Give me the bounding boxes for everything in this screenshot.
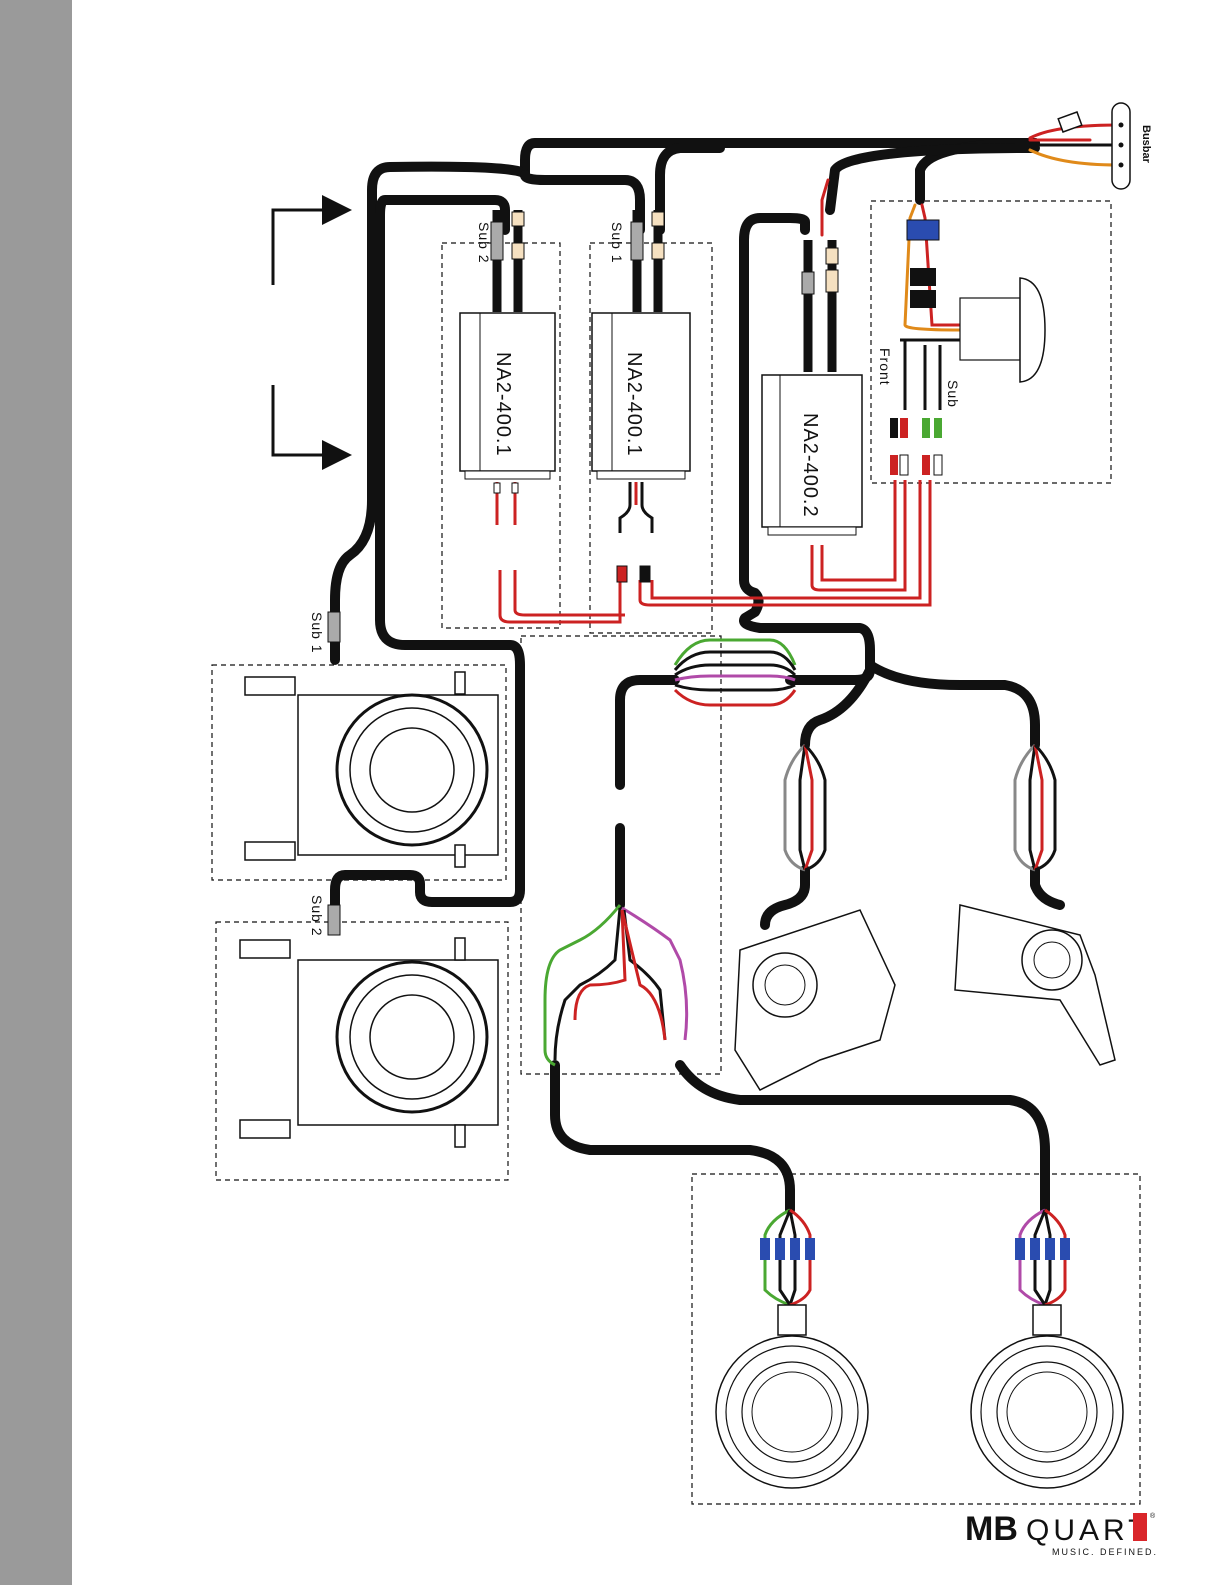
- fuse-holder: [1058, 112, 1082, 132]
- brand-registered: ®: [1150, 1512, 1156, 1520]
- subwoofer-1: Sub 1: [245, 612, 498, 867]
- brand-logo: MB QUART ® MUSIC. DEFINED.: [965, 1510, 1158, 1557]
- cable-rear-right: [680, 1065, 1045, 1210]
- wire-busbar-acc: [1030, 150, 1118, 165]
- busbar: Busbar: [1112, 103, 1152, 189]
- front-right-speaker-pod: [955, 905, 1115, 1065]
- subwoofer-2: Sub 2: [240, 895, 498, 1147]
- brand-name-bold: MB: [965, 1510, 1018, 1548]
- amplifier-sub2: NA2-400.1 Sub 2: [460, 210, 555, 525]
- rear-left-speaker: [716, 1305, 868, 1488]
- head-unit: Front Sub: [877, 220, 1045, 475]
- rear-left-connectors: [760, 1238, 815, 1260]
- cable-rear-left: [555, 1065, 790, 1210]
- rear-left-harness: [765, 1210, 810, 1305]
- amplifier-sub1: NA2-400.1 Sub 1: [592, 210, 690, 533]
- arrow-up: [273, 210, 340, 285]
- sub1-label: Sub 1: [309, 612, 325, 654]
- cable-amp2-power: [660, 148, 720, 230]
- amplifier-front: NA2-400.2: [762, 240, 862, 535]
- output-label-front: Front: [877, 348, 893, 386]
- cable-front-right-spk: [1035, 870, 1060, 905]
- brand-tagline: MUSIC. DEFINED.: [1052, 1547, 1158, 1557]
- rca-plugs: [617, 566, 650, 582]
- amplifier-label: NA2-400.2: [799, 413, 821, 518]
- output-label-sub: Sub: [945, 380, 961, 408]
- amp-input-label-sub2: Sub 2: [476, 222, 492, 264]
- front-left-harness: [785, 745, 825, 870]
- front-left-speaker-pod: [735, 910, 895, 1090]
- arrow-down: [273, 385, 340, 455]
- amplifier-label: NA2-400.1: [492, 352, 514, 457]
- rear-right-speaker: [971, 1305, 1123, 1488]
- direction-arrows: [273, 210, 340, 455]
- amplifier-label: NA2-400.1: [623, 352, 645, 457]
- brand-accent-bar: [1133, 1513, 1147, 1541]
- rear-right-connectors: [1015, 1238, 1070, 1260]
- rca-cables: [500, 480, 930, 622]
- sub2-label: Sub 2: [309, 895, 325, 937]
- busbar-label: Busbar: [1140, 125, 1152, 164]
- splitter-harness-bottom: [545, 905, 687, 1065]
- cable-front-left-spk: [765, 870, 805, 925]
- cable-rear-splitter: [620, 680, 675, 785]
- splitter-harness-top: [675, 640, 795, 705]
- cable-front-right: [870, 665, 1035, 745]
- front-right-harness: [1015, 745, 1055, 870]
- brand-name-thin: QUART: [1026, 1514, 1150, 1547]
- amp-input-label-sub1: Sub 1: [609, 222, 625, 264]
- rear-right-harness: [1020, 1210, 1065, 1305]
